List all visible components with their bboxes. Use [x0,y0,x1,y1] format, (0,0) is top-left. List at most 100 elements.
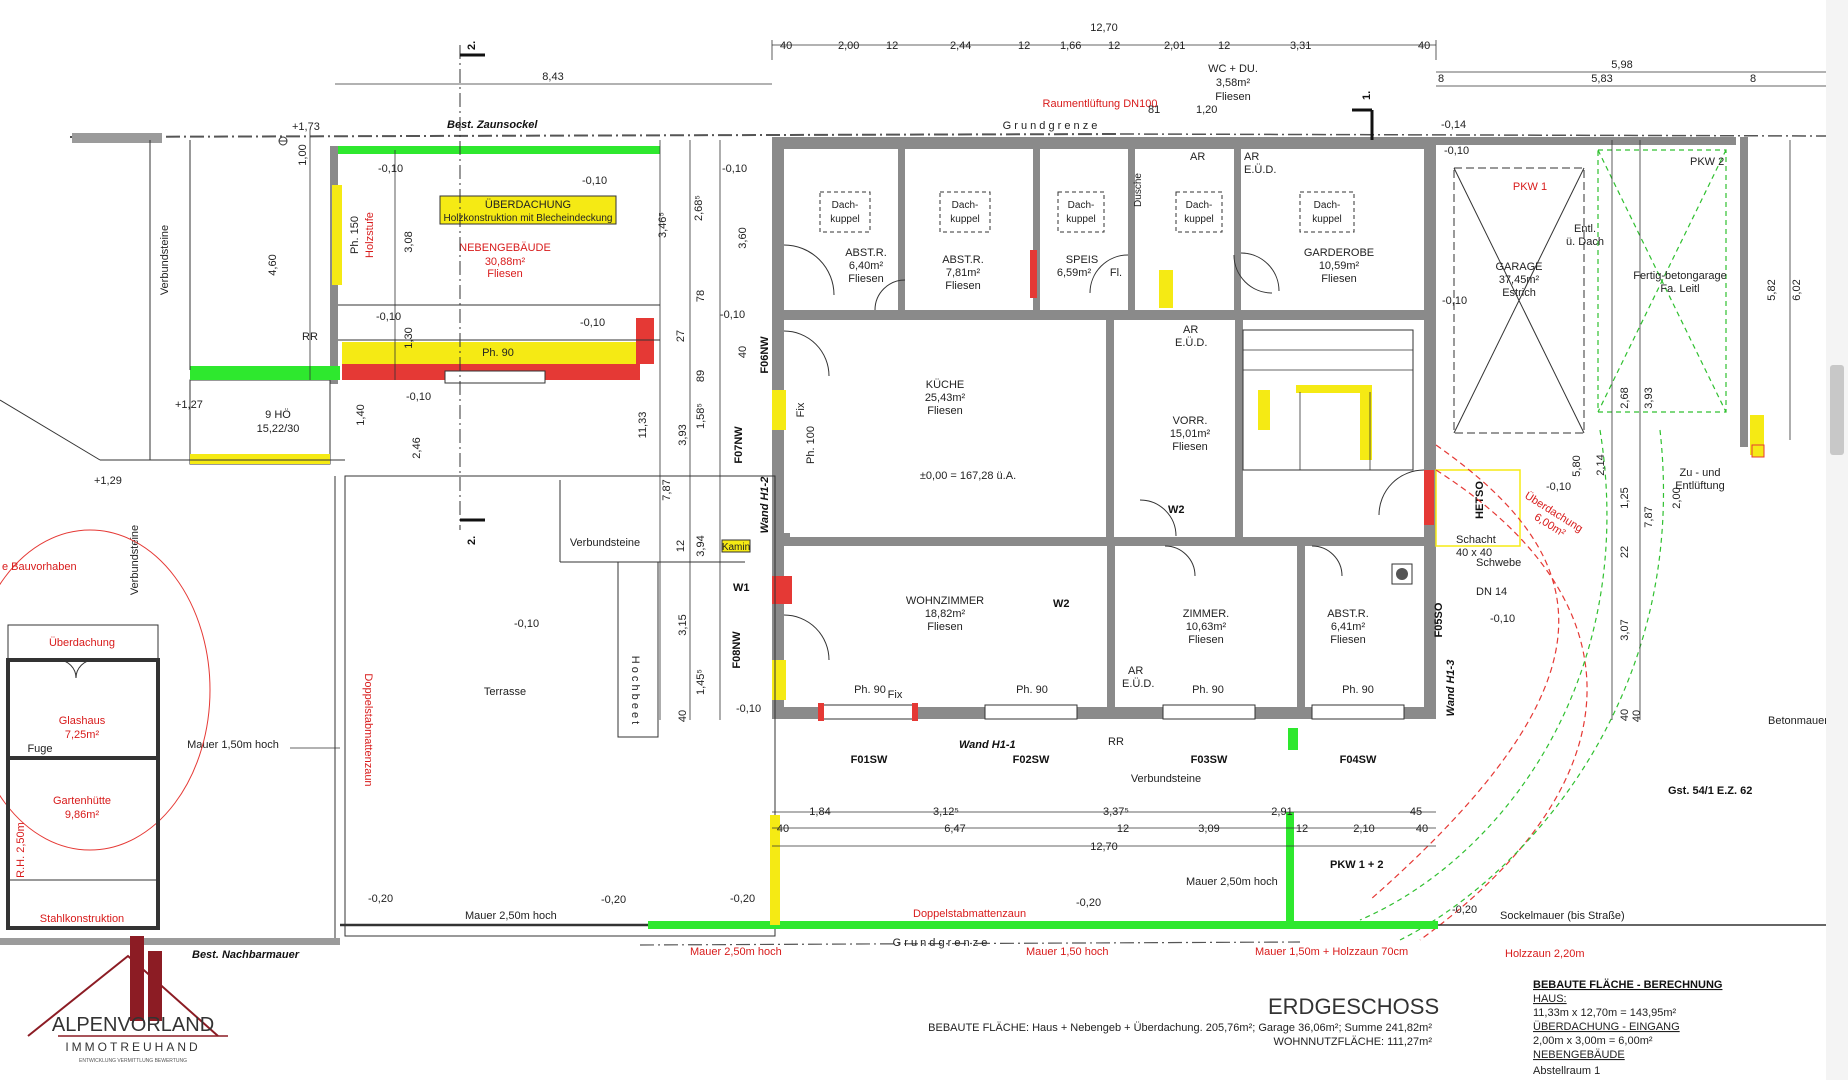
svg-text:Dach-: Dach- [952,200,979,211]
room-name-speis: SPEIS [1066,254,1098,266]
dim-bottom: 1,84 3,12⁵ 3,37⁵ 2,91 45 40 6,47 12 3,09… [772,806,1436,853]
svg-text:Schwebe: Schwebe [1476,557,1521,569]
room-name-nebengebaeude: NEBENGEBÄUDE [459,242,551,254]
svg-text:Abstellraum 1: Abstellraum 1 [1533,1065,1600,1077]
svg-text:18,82m²: 18,82m² [925,608,966,620]
svg-text:Mauer 2,50m hoch: Mauer 2,50m hoch [465,910,557,922]
speis-red-wall [1030,250,1037,298]
svg-text:1,45⁵: 1,45⁵ [695,669,707,695]
svg-text:Dach-: Dach- [1314,200,1341,211]
svg-text:Mauer 1,50m + Holzzaun 70cm: Mauer 1,50m + Holzzaun 70cm [1255,946,1408,958]
svg-text:5,82: 5,82 [1766,279,1778,300]
svg-text:Fix: Fix [795,402,807,417]
plot-label: Gst. 54/1 E.Z. 62 [1668,785,1752,797]
scrollbar-thumb[interactable] [1830,365,1844,455]
svg-text:-0,10: -0,10 [1444,145,1469,157]
svg-text:-0,20: -0,20 [1452,904,1477,916]
speis-yellow [1159,270,1173,308]
svg-text:AR: AR [1244,151,1259,163]
svg-text:Fertig-betongarage: Fertig-betongarage [1633,270,1727,282]
svg-text:Fliesen: Fliesen [927,405,962,417]
svg-text:2,14: 2,14 [1595,454,1607,475]
boundary-bottom: G r u n d g r e n z e G r u n d g r e n … [0,98,1826,961]
svg-text:12: 12 [1018,40,1030,52]
dim-vertical: 1,00 4,60 3,08 1,30 1,40 2,46 11,33 7,87… [267,130,1803,722]
svg-text:Mauer 2,50m hoch: Mauer 2,50m hoch [1186,876,1278,888]
svg-text:27: 27 [675,330,687,342]
w1-red [772,576,792,604]
svg-text:2,00: 2,00 [838,40,859,52]
svg-text:1,25: 1,25 [1619,487,1631,508]
svg-text:6,40m²: 6,40m² [849,260,884,272]
svg-text:3,15: 3,15 [677,614,689,635]
svg-text:Fliesen: Fliesen [1188,634,1223,646]
svg-text:78: 78 [695,290,707,302]
svg-text:Doppelstabmattenzaun: Doppelstabmattenzaun [913,908,1026,920]
svg-text:-0,20: -0,20 [601,894,626,906]
svg-text:3,94: 3,94 [695,535,707,556]
svg-text:F07NW: F07NW [733,426,745,464]
svg-text:kuppel: kuppel [950,214,979,225]
svg-text:-0,20: -0,20 [1076,897,1101,909]
house-walls [772,137,1436,719]
room-name-vorr: VORR. [1173,415,1208,427]
svg-text:Verbundsteine: Verbundsteine [159,225,171,295]
svg-text:2,10: 2,10 [1353,823,1374,835]
svg-text:-0,10: -0,10 [722,163,747,175]
svg-text:-0,10: -0,10 [582,175,607,187]
svg-text:81: 81 [1148,104,1160,116]
logo-name: ALPENVORLAND [52,1014,214,1036]
svg-text:Fl.: Fl. [1110,267,1122,279]
svg-text:G r u n d g r e n z e: G r u n d g r e n z e [893,937,988,949]
svg-text:R.H. 2,50m: R.H. 2,50m [15,822,27,878]
svg-text:12: 12 [1218,40,1230,52]
hetso-red [1424,470,1434,525]
svg-text:89: 89 [695,370,707,382]
room-name-abst3: ABST.R. [1327,608,1369,620]
svg-text:HAUS:: HAUS: [1533,993,1567,1005]
svg-text:7,87: 7,87 [1643,506,1655,527]
scrollbar[interactable] [1826,0,1848,1080]
room-area-nebengebaeude: 30,88m² [485,256,526,268]
svg-text:Fix: Fix [888,689,903,701]
svg-text:G r u n d g r e n z e: G r u n d g r e n z e [1003,120,1098,132]
svg-text:Glashaus: Glashaus [59,715,106,727]
svg-text:Verbundsteine: Verbundsteine [570,537,640,549]
svg-text:F06NW: F06NW [759,336,771,374]
svg-text:3,60: 3,60 [737,227,749,248]
f08-yellow [772,660,786,700]
svg-text:+1,29: +1,29 [94,475,122,487]
svg-text:6,47: 6,47 [944,823,965,835]
room-name-abst1: ABST.R. [845,247,887,259]
svg-text:6,02: 6,02 [1791,279,1803,300]
svg-text:7,81m²: 7,81m² [946,267,981,279]
svg-text:F02SW: F02SW [1013,754,1050,766]
svg-text:AR: AR [1128,665,1143,677]
terrasse-label: Terrasse [484,686,526,698]
svg-text:-0,10: -0,10 [720,309,745,321]
svg-text:3,31: 3,31 [1290,40,1311,52]
wohnnutzflaeche: WOHNNUTZFLÄCHE: 111,27m² [1273,1036,1432,1048]
svg-text:12: 12 [1117,823,1129,835]
svg-text:-0,20: -0,20 [368,893,393,905]
svg-text:ÜBERDACHUNG - EINGANG: ÜBERDACHUNG - EINGANG [1533,1021,1680,1033]
svg-text:Fliesen: Fliesen [1215,91,1250,103]
driveway-curves: PKW 1 + 2 [1330,429,1665,941]
garage: GARAGE 37,45m² Estrich PKW 1 PKW 2 Entl.… [1436,137,1826,797]
svg-text:3,58m²: 3,58m² [1216,77,1251,89]
ueberdachung-label: ÜBERDACHUNG [485,199,571,211]
property-line-top [69,133,1121,138]
svg-text:-0,10: -0,10 [1490,613,1515,625]
svg-text:Ph. 90: Ph. 90 [1342,684,1374,696]
svg-text:15,22/30: 15,22/30 [257,423,300,435]
stair-yellow-left [1258,390,1270,430]
svg-text:8,43: 8,43 [542,71,563,83]
svg-text:12,70: 12,70 [1090,22,1118,34]
svg-text:-0,10: -0,10 [514,618,539,630]
svg-text:2.: 2. [466,41,478,50]
company-logo: ALPENVORLAND IMMOTREUHAND ENTWICKLUNG VE… [27,936,228,1064]
svg-text:40: 40 [1631,710,1643,722]
hetso-label: HETSO [1474,481,1486,519]
svg-text:7,25m²: 7,25m² [65,729,100,741]
